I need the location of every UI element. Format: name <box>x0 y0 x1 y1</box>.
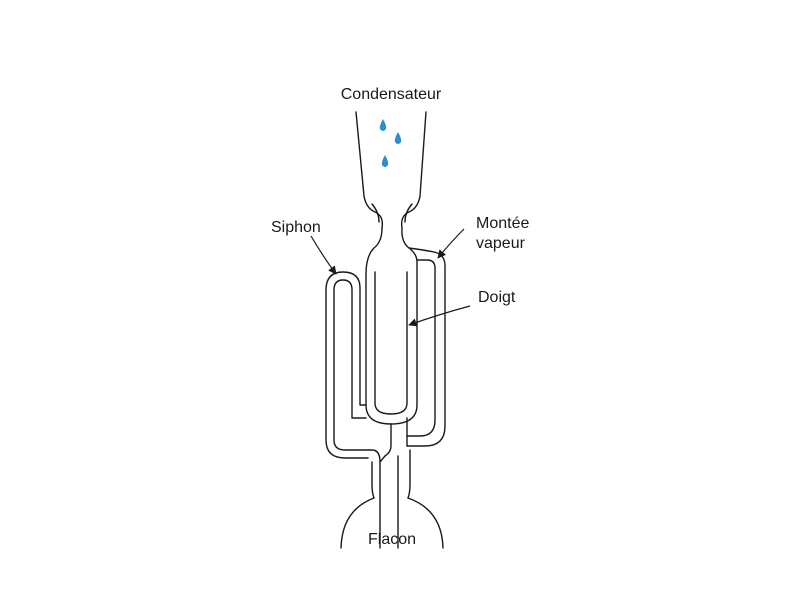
siphon-label: Siphon <box>271 219 321 236</box>
flask <box>340 449 444 549</box>
finger-label: Doigt <box>478 289 516 306</box>
flask-label: Flacon <box>368 531 416 548</box>
droplet <box>394 132 402 144</box>
droplet <box>381 155 389 167</box>
condenser <box>355 111 427 229</box>
condenser-label: Condensateur <box>341 86 442 103</box>
condensate-droplets <box>379 119 402 167</box>
vapor-rise-label-line2: vapeur <box>476 235 526 252</box>
vapor-rise-pointer-arrow <box>437 228 465 259</box>
vapor-rise-label: Montée <box>476 215 529 232</box>
finger-pointer-arrow <box>408 305 471 327</box>
siphon-tube <box>325 271 381 463</box>
extraction-chamber <box>365 227 418 549</box>
droplet <box>379 119 387 131</box>
siphon-pointer-arrow <box>310 235 337 275</box>
